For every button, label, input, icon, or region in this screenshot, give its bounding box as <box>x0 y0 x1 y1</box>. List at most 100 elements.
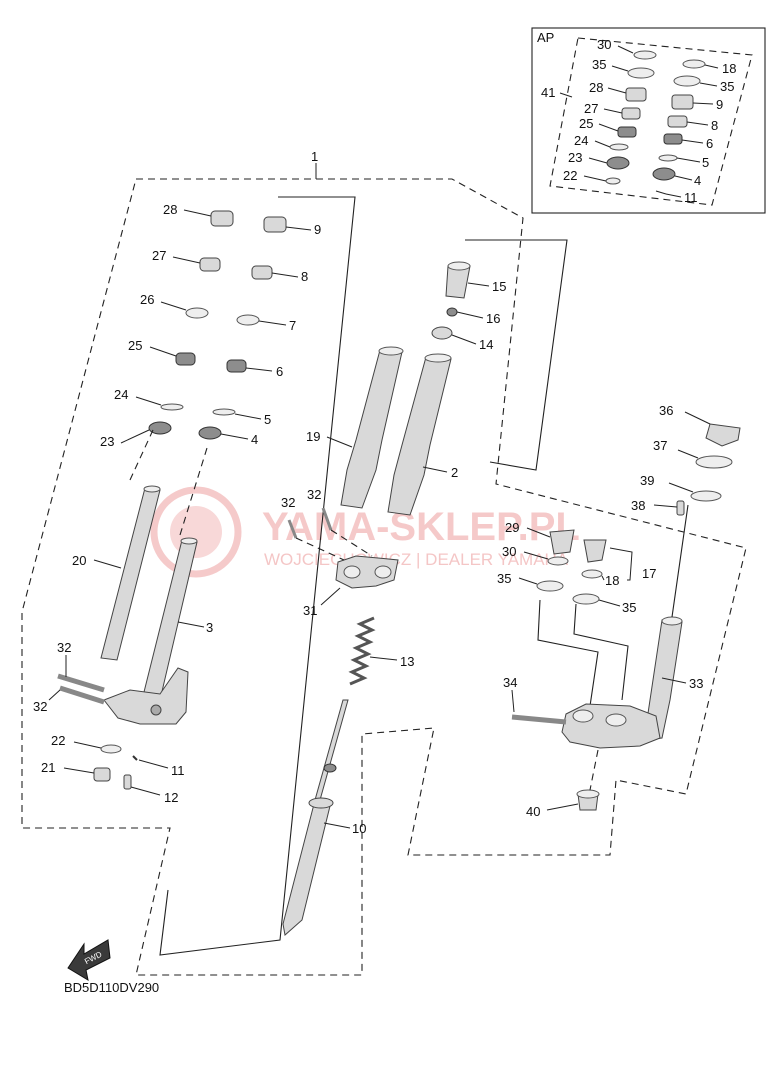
part-32-bolt-c <box>287 519 298 539</box>
ap-callout-25: 25 <box>579 116 593 131</box>
ap-part-35 <box>627 67 655 79</box>
ap-lead-35 <box>611 65 629 72</box>
lead-10 <box>323 822 351 829</box>
part-28 <box>210 210 234 227</box>
ap-inset-label: AP <box>537 30 554 45</box>
lead-28 <box>183 209 212 217</box>
callout-22: 22 <box>51 733 65 748</box>
lead-6 <box>245 367 273 372</box>
part-15-cap <box>445 265 471 299</box>
part-32-bolt-b <box>59 685 105 705</box>
lead-9 <box>285 226 312 231</box>
callout-38: 38 <box>631 498 645 513</box>
ap-lead-30 <box>617 45 634 54</box>
ap-inset: AP 30 <box>531 27 766 214</box>
lead-29 <box>526 527 551 538</box>
callout-35-b: 35 <box>622 600 636 615</box>
callout-23: 23 <box>100 434 114 449</box>
part-30-ring <box>547 556 569 566</box>
lead-31 <box>320 587 341 606</box>
part-32-bolt-a <box>57 673 105 693</box>
callout-28: 28 <box>163 202 177 217</box>
callout-37: 37 <box>653 438 667 453</box>
axis-40 <box>589 749 599 791</box>
callout-36: 36 <box>659 403 673 418</box>
ap-inset-group-outline <box>549 37 753 206</box>
part-40-top <box>576 789 600 799</box>
callout-31: 31 <box>303 603 317 618</box>
lead-7 <box>258 320 287 326</box>
lead-11 <box>138 759 169 769</box>
callout-3: 3 <box>206 620 213 635</box>
ap-part-25 <box>617 126 637 138</box>
part-33-top <box>661 616 683 626</box>
ap-callout-27: 27 <box>584 101 598 116</box>
part-10-damper-rod <box>314 699 349 801</box>
callout-14: 14 <box>479 337 493 352</box>
ap-part-9 <box>671 94 694 110</box>
lead-21 <box>63 767 95 774</box>
callout-24: 24 <box>114 387 128 402</box>
outline-inner-fork <box>159 196 356 956</box>
watermark-brand: YAMA-SKLEP.PL <box>262 505 580 549</box>
ap-lead-27 <box>603 108 623 114</box>
left-stack: 28 27 26 25 24 23 <box>100 202 234 449</box>
lead-13 <box>369 656 398 661</box>
fwd-arrow-icon <box>67 939 111 982</box>
part-10-damper-body <box>282 803 331 936</box>
part-36-bearing <box>705 423 741 447</box>
part-21 <box>93 767 111 782</box>
lead-37 <box>677 449 699 459</box>
ap-lead-9 <box>692 102 714 105</box>
watermark-logo <box>150 486 242 578</box>
part-31-clamp <box>335 555 399 589</box>
ap-lead-41 <box>559 92 573 98</box>
callout-40: 40 <box>526 804 540 819</box>
lead-36 <box>684 411 711 425</box>
lead-16 <box>456 311 484 319</box>
part-31-hole-b <box>374 565 392 579</box>
lead-5 <box>234 413 262 420</box>
lead-25 <box>149 346 177 357</box>
part-19-outer-tube <box>340 349 403 509</box>
lead-14 <box>451 334 477 345</box>
lower-bracket <box>103 667 189 725</box>
lead-23 <box>120 429 150 444</box>
callout-30: 30 <box>502 544 516 559</box>
ap-inset-frame <box>531 27 766 214</box>
fork-center: 15 16 14 19 2 32 32 31 13 10 <box>281 261 506 936</box>
ap-part-6 <box>663 133 683 145</box>
callout-9: 9 <box>314 222 321 237</box>
lead-38 <box>653 504 678 508</box>
ap-callout-22: 22 <box>563 168 577 183</box>
outline-cap-group <box>465 239 568 471</box>
part-34-bolt <box>511 714 567 725</box>
callout-16: 16 <box>486 311 500 326</box>
steering-under-bracket <box>561 703 661 749</box>
callout-18: 18 <box>605 573 619 588</box>
callout-19: 19 <box>306 429 320 444</box>
lead-32-b <box>48 689 61 701</box>
ap-lead-24 <box>594 140 611 148</box>
watermark-subtitle: WOJCIECHOWICZ | DEALER YAMAHA <box>264 550 569 569</box>
ap-lead-22 <box>583 175 607 182</box>
callout-5: 5 <box>264 412 271 427</box>
under-bracket-hole-b <box>605 713 627 727</box>
ap-callout-11: 11 <box>684 190 698 205</box>
callout-25: 25 <box>128 338 142 353</box>
part-10-flange <box>308 797 334 809</box>
callout-15: 15 <box>492 279 506 294</box>
lead-3 <box>177 621 205 628</box>
part-26 <box>185 307 209 319</box>
ap-callout-8: 8 <box>711 118 718 133</box>
part-25 <box>175 352 196 366</box>
callout-32-c: 32 <box>281 495 295 510</box>
part-19-top <box>378 346 404 356</box>
lead-22 <box>73 741 102 749</box>
lead-26 <box>160 301 187 311</box>
watermark-logo-inner <box>170 506 222 558</box>
part-39-washer <box>690 490 722 502</box>
lead-24 <box>135 396 162 406</box>
diagram-code: BD5D110DV290 <box>64 980 159 995</box>
